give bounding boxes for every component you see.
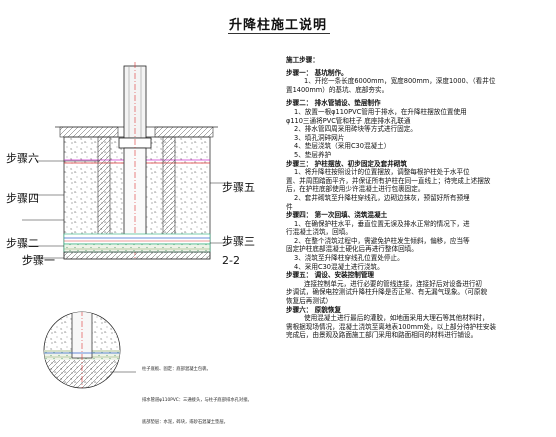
step2-line: 2、排水管四周采用砖块等方式进行固定。 [294,125,417,134]
title-underline [228,33,330,34]
step5-title: 步骤五： 调设、安装控制管理 [286,271,375,280]
step4-line: 1、在确保护柱水平，垂直位置无误及排水正常的情况下，进 [294,219,470,228]
step5-line: 步调试，确保电控测试升降柱升降是否正常、有无漏气现象。（可原貌 [286,288,488,297]
label-step4: 步骤四 [6,192,39,205]
step6-line: 完成后，由景观及路面施工部门采用和路面相同的材料进行铺设。 [286,331,478,340]
step2-line: φ110三通将PVC管和柱子 底座排水孔联通 [286,116,411,125]
step3-line: 后，在护柱底部使用少许混凝土进行包裹固定。 [286,185,425,194]
step4-line: 行混凝土浇筑，回填。 [286,228,352,237]
label-step3: 步骤三 [222,235,255,248]
steps-header: 施工步骤： [286,56,319,64]
label-step5: 步骤五 [222,181,255,194]
step4-line: 3、浇筑至升降柱穿线孔位置处停止。 [294,254,404,263]
step4-title: 步骤四： 第一次回填、浇筑混凝土 [286,211,388,220]
page-title: 升降柱施工说明 [228,18,327,33]
label-step1: 步骤一 [22,254,55,267]
label-step2: 步骤二 [6,237,39,250]
step1-title: 步骤一： 基坑制作。 [286,68,348,77]
step2-line: 3、填孔洞碎网片 [294,133,345,142]
leader-lines [22,160,232,259]
step1-line: 置1400mm）的基坑、底部夯实。 [286,85,389,94]
construction-steps: 施工步骤： 步骤一： 基坑制作。 1、开挖一条长度6000mm，宽度800mm，… [286,56,548,340]
step4-line: 4、采用C30混凝土进行浇筑。 [294,262,384,271]
section-label: 2-2 [222,254,240,267]
step3-line: 2、套井砌筑至升降柱穿线孔，边砌边抹灰，预留好所有预埋 [294,193,470,202]
step3-line: 1、将升降柱按照设计的位置摆放，调整每根护柱处于水平位 [294,168,470,177]
step4-line: 固定护柱底部混凝土硬化后再进行整体回填。 [286,245,418,254]
step1-line: 1、开挖一条长度6000mm，宽度800mm，深度1000、（看井位 [304,77,496,86]
step3-line: 件 [286,202,293,211]
caption-base-cushion: 底部垫层：水泥，碎块，或砂石混凝土垫层。 [142,420,228,425]
step4-line: 2、在整个浇筑过程中，需避免护柱发生倾斜，偏移，应当等 [294,236,470,245]
step2-line: 5、垫层养护 [294,150,332,159]
base-layers [63,233,211,260]
step3-line: 置、并周围踏面平齐，并保证所有护柱在同一直线上；待完成上述摆放 [286,176,491,185]
step6-title: 步骤六： 原貌恢复 [286,305,342,314]
section-drawing [22,62,232,389]
caption-column-base: 柱子底板、固定：底部混凝土包裹。 [142,367,211,372]
step2-line: 4、垫层浇筑（采用C30混凝土） [294,142,391,151]
step6-line: 需根据现场情况，混凝土浇筑至离地表100mm处，以上部分待护柱安装 [286,322,497,331]
step2-title: 步骤二： 排水管铺设、垫层制作 [286,99,381,108]
step3-title: 步骤三： 护柱摆放、初步固定及套井砌筑 [286,159,407,168]
caption-drain-pipe: 排水管道φ110PVC：三通接头，与柱子底部排水孔对接。 [142,398,252,403]
label-step6: 步骤六 [6,152,39,165]
detail-circle [43,311,136,389]
step2-line: 1、放置一根φ110PVC管用于排水，在升降柱摆放位置使用 [294,107,467,116]
step6-line: 使用混凝土进行最后的灌胶，如地面采用大理石等其他材料时， [304,314,489,323]
step5-line: 连接控制单元，进行必要的管线连接，连接好后对设备进行初 [304,279,483,288]
step5-line: 恢复后再测试） [286,297,333,306]
